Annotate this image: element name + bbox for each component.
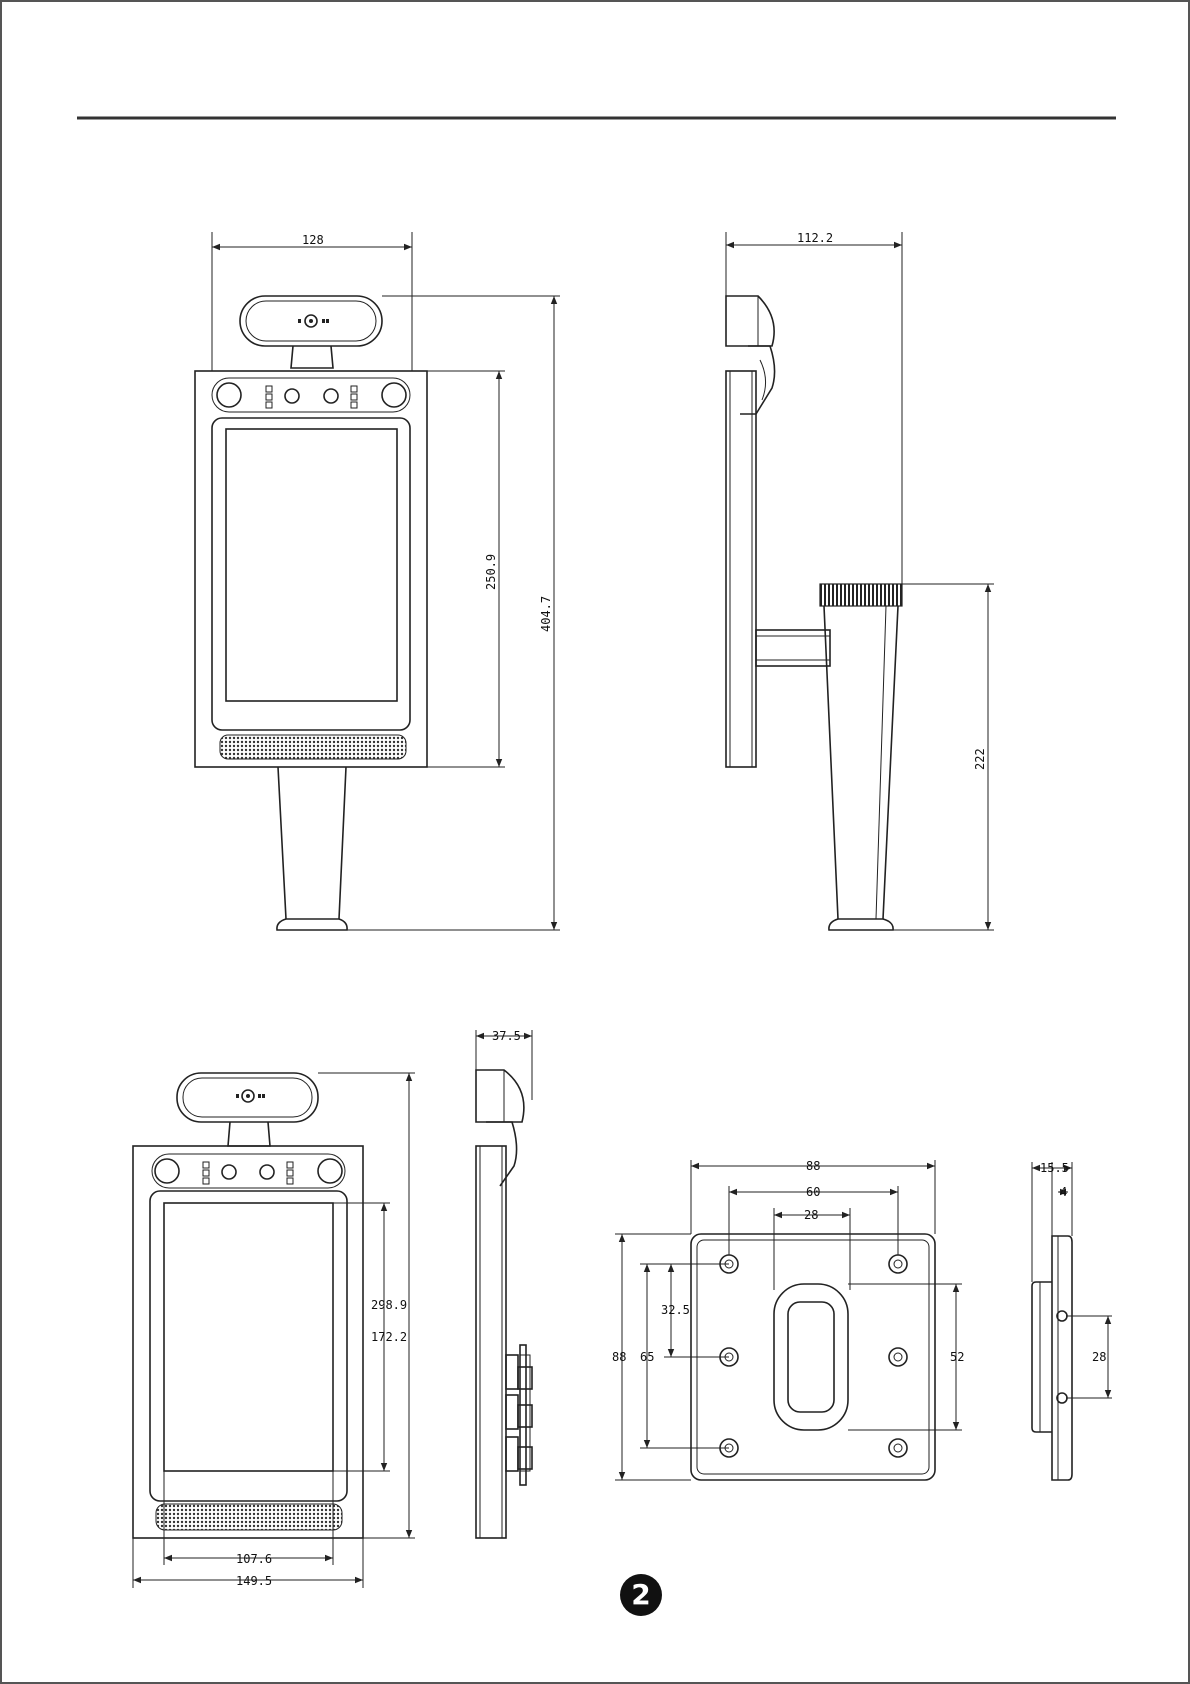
page-number-badge: 2 [620, 1574, 662, 1616]
dim-bracket-height: 88 [612, 1350, 626, 1364]
dim-bracket-slot-width: 28 [804, 1208, 818, 1222]
dim-side-panel-depth: 37.5 [492, 1029, 521, 1043]
dim-total-height: 404.7 [539, 596, 553, 632]
bracket-front-view: 88 60 28 88 65 32.5 52 [612, 1159, 964, 1481]
side-view-panel: 37.5 [475, 1029, 533, 1539]
dim-bracket-hole-vertical: 65 [640, 1350, 654, 1364]
front-view-full: 128 250.9 404.7 [194, 232, 560, 931]
dim-panel-outer-height: 298.9 [371, 1298, 407, 1312]
dim-bracket-small: 4 [1060, 1185, 1067, 1199]
dim-panel-inner-height: 172.2 [371, 1330, 407, 1344]
dim-stand-height: 222 [973, 748, 987, 770]
front-view-panel: 298.9 172.2 107.6 149.5 [132, 1072, 415, 1588]
bracket-side-view: 15.5 4 28 [1031, 1161, 1112, 1481]
dim-bracket-thickness: 15.5 [1040, 1161, 1069, 1175]
mounting-holes [719, 1254, 908, 1458]
dim-bracket-hole-half: 32.5 [661, 1303, 690, 1317]
dim-front-width: 128 [302, 233, 324, 247]
dim-panel-outer-width: 149.5 [236, 1574, 272, 1588]
dim-side-depth: 112.2 [797, 231, 833, 245]
dim-bracket-width: 88 [806, 1159, 820, 1173]
side-view-full: 112.2 222 [725, 231, 994, 931]
dim-panel-inner-width: 107.6 [236, 1552, 272, 1566]
dim-bracket-side-hole-spacing: 28 [1092, 1350, 1106, 1364]
dim-bracket-hole-spacing: 60 [806, 1185, 820, 1199]
dim-display-height: 250.9 [484, 554, 498, 590]
dim-bracket-slot-height: 52 [950, 1350, 964, 1364]
